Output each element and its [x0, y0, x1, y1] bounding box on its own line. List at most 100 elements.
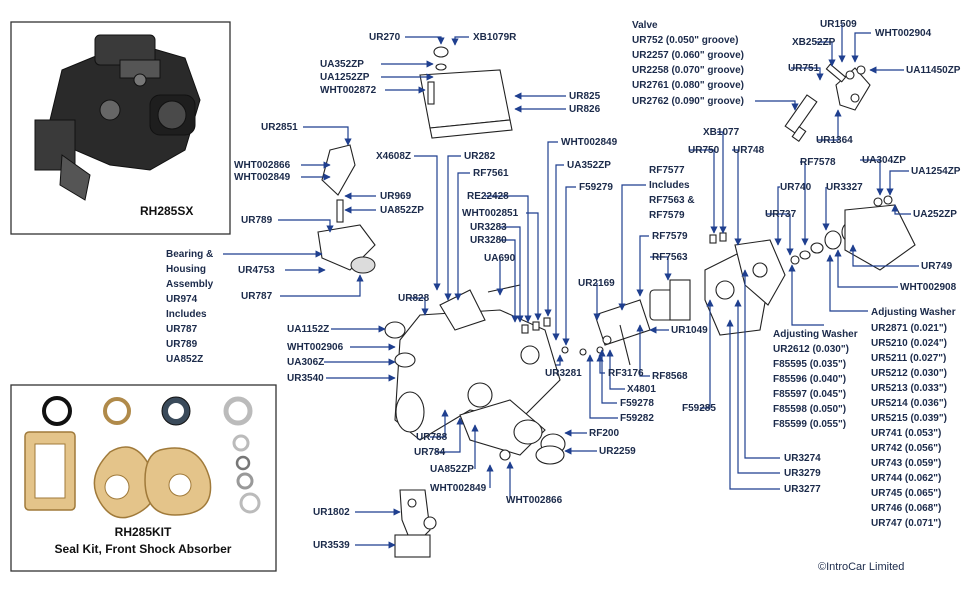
valve-note-line: UR2761 (0.080" groove) — [632, 80, 744, 91]
bearing-note-line: UR789 — [166, 339, 198, 350]
label-ur1364: UR1364 — [816, 135, 853, 146]
label-ur748: UR748 — [733, 145, 765, 156]
label-rf7561: RF7561 — [473, 168, 509, 179]
bearing-note-line: Bearing & — [166, 249, 213, 260]
leader-lines — [223, 24, 919, 549]
label-ur740: UR740 — [780, 182, 812, 193]
washer-note-line: UR743 (0.059") — [871, 458, 941, 469]
adjusting-washer-note-1: Adjusting Washer UR2612 (0.030") F85595 … — [773, 329, 858, 430]
label-ur789: UR789 — [241, 215, 273, 226]
valve-note-line: UR752 (0.050" groove) — [632, 35, 738, 46]
label-ur1509: UR1509 — [820, 19, 857, 30]
valve-note: Valve UR752 (0.050" groove) UR2257 (0.06… — [632, 20, 744, 107]
label-ur828: UR828 — [398, 293, 430, 304]
washer-note-line: UR5211 (0.027") — [871, 353, 946, 364]
kit-caption-desc: Seal Kit, Front Shock Absorber — [55, 542, 232, 556]
label-ua1152z: UA1152Z — [287, 324, 329, 335]
top-cover-assembly — [419, 46, 513, 139]
label-rf7579: RF7579 — [652, 231, 688, 242]
label-wht002866-left: WHT002866 — [234, 160, 291, 171]
label-ua304zp: UA304ZP — [862, 155, 906, 166]
label-wht002849-left: WHT002849 — [234, 172, 291, 183]
label-ua252zp: UA252ZP — [913, 209, 957, 220]
kit-gaskets — [24, 431, 212, 519]
label-ur3540: UR3540 — [287, 373, 324, 384]
valve-note-line: UR2257 (0.060" groove) — [632, 50, 744, 61]
label-ur787: UR787 — [241, 291, 273, 302]
label-wht002866-bottom: WHT002866 — [506, 495, 563, 506]
bearing-note-line: Includes — [166, 309, 207, 320]
label-xb252zp: XB252ZP — [792, 37, 836, 48]
label-ur751: UR751 — [788, 63, 820, 74]
label-rf3176: RF3176 — [608, 368, 644, 379]
washer-note-line: F85598 (0.050") — [773, 404, 846, 415]
washer-note-line: UR747 (0.071") — [871, 518, 941, 529]
rear-cover-assembly — [824, 195, 916, 271]
washer-note-line: UR2871 (0.021") — [871, 323, 947, 334]
bearing-note-line: Assembly — [166, 279, 214, 290]
label-ur270: UR270 — [369, 32, 401, 43]
label-rf8568: RF8568 — [652, 371, 688, 382]
label-rf7577-b: RF7579 — [649, 210, 685, 221]
bearing-note-line: UA852Z — [166, 354, 203, 365]
valve-note-line: UR2258 (0.070" groove) — [632, 65, 744, 76]
lower-lever — [394, 489, 437, 558]
washer-note-line: F85599 (0.055") — [773, 419, 846, 430]
washer-note-line: UR5214 (0.036") — [871, 398, 947, 409]
valve-cylinder-assembly — [561, 279, 691, 366]
label-ur749: UR749 — [921, 261, 953, 272]
label-ua11450zp: UA11450ZP — [906, 65, 961, 76]
label-x4608z: X4608Z — [376, 151, 411, 162]
valve-and-lever — [784, 63, 871, 142]
adjusting-washer-note-2: Adjusting Washer UR2871 (0.021") UR5210 … — [871, 307, 956, 529]
label-wht002849-mid: WHT002849 — [561, 137, 618, 148]
label-ur2851: UR2851 — [261, 122, 298, 133]
label-ua690: UA690 — [484, 253, 516, 264]
label-ur2169: UR2169 — [578, 278, 615, 289]
label-ur282: UR282 — [464, 151, 496, 162]
label-rf7578: RF7578 — [800, 157, 836, 168]
label-ur1049: UR1049 — [671, 325, 708, 336]
washer-note-line: Adjusting Washer — [871, 307, 956, 318]
label-ur3277: UR3277 — [784, 484, 821, 495]
washer-note-line: UR5215 (0.039") — [871, 413, 947, 424]
label-ur3539: UR3539 — [313, 540, 350, 551]
valve-note-line: Valve — [632, 20, 658, 31]
label-xb1077: XB1077 — [703, 127, 740, 138]
label-ur1802: UR1802 — [313, 507, 350, 518]
label-rf7577: RF7577 — [649, 165, 685, 176]
product-photo-box: RH285SX — [10, 21, 231, 235]
washer-note-line: UR2612 (0.030") — [773, 344, 849, 355]
washer-note-line: UR5212 (0.030") — [871, 368, 947, 379]
label-ua1254zp: UA1254ZP — [911, 166, 961, 177]
label-f59282: F59282 — [620, 413, 654, 424]
arm-and-seals — [459, 399, 566, 465]
bearing-housing-assembly — [317, 144, 376, 274]
washer-note-line: UR742 (0.056") — [871, 443, 941, 454]
label-ur825: UR825 — [569, 91, 601, 102]
label-ur750: UR750 — [688, 145, 720, 156]
washer-note-line: UR745 (0.065") — [871, 488, 941, 499]
label-ur3274: UR3274 — [784, 453, 821, 464]
label-xb1079r: XB1079R — [473, 32, 517, 43]
label-rf7577-a: RF7563 & — [649, 195, 695, 206]
valve-note-line: UR2762 (0.090" groove) — [632, 96, 744, 107]
label-ua852zp-left: UA852ZP — [380, 205, 424, 216]
label-rf200: RF200 — [589, 428, 619, 439]
seal-kit-box: RH285KIT Seal Kit, Front Shock Absorber — [10, 384, 277, 572]
label-wht002849-bottom: WHT002849 — [430, 483, 487, 494]
label-ur784: UR784 — [414, 447, 446, 458]
label-ua852zp-mid: UA852ZP — [430, 464, 474, 475]
label-f59278: F59278 — [620, 398, 654, 409]
washer-note-line: UR746 (0.068") — [871, 503, 941, 514]
photo-caption: RH285SX — [140, 204, 193, 218]
kit-caption-code: RH285KIT — [115, 525, 172, 539]
label-re22428: RE22428 — [467, 191, 509, 202]
label-ua352zp-top: UA352ZP — [320, 59, 364, 70]
label-wht002872: WHT002872 — [320, 85, 377, 96]
washer-note-line: UR5210 (0.024") — [871, 338, 947, 349]
bearing-housing-note: Bearing & Housing Assembly UR974 Include… — [166, 249, 214, 365]
label-ur3283: UR3283 — [470, 222, 507, 233]
label-wht002906: WHT002906 — [287, 342, 344, 353]
